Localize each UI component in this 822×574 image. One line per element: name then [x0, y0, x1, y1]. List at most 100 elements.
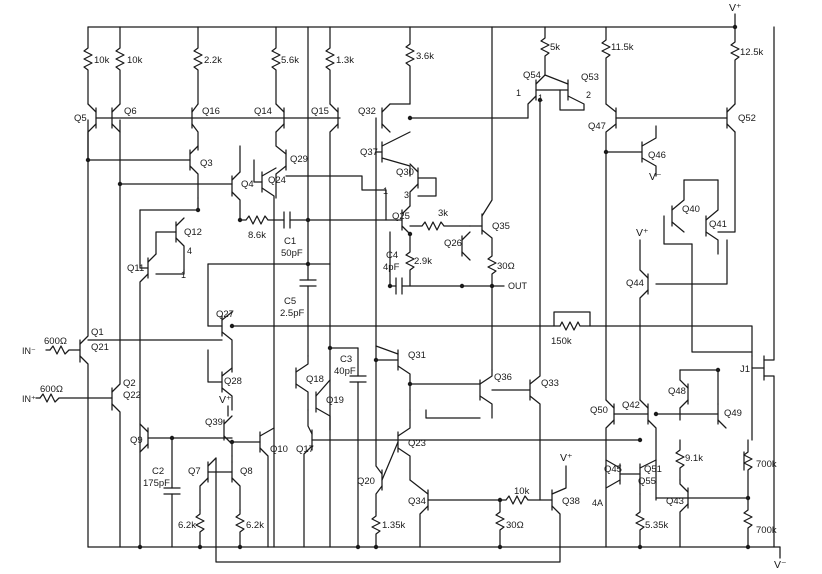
right-upper: Q47 Q52 Q46 V⁻ Q40 Q41 V⁺ Q44	[588, 103, 756, 401]
q12-label: Q12	[184, 227, 202, 238]
q17-label: Q17	[296, 444, 314, 455]
c1-name: C1	[284, 236, 296, 247]
res-9-1k-label: 9.1k	[685, 453, 703, 464]
q20-label: Q20	[357, 476, 375, 487]
junction-dots	[85, 24, 751, 550]
q46-vminus: V⁻	[649, 171, 662, 183]
res-10k-c-label: 10k	[514, 486, 530, 497]
output-stage: Q36 Q33 30Ω 10k V⁺ Q38	[479, 99, 580, 548]
res-6-2k-a-label: 6.2k	[178, 520, 196, 531]
res-700k-b-label: 700k	[756, 525, 777, 536]
feedback-150k: 150k	[551, 311, 753, 357]
q54-node-1: 1	[516, 88, 521, 98]
q14-label: Q14	[254, 106, 272, 117]
q10-label: Q10	[270, 444, 288, 455]
q33-label: Q33	[541, 378, 559, 389]
q42-label: Q42	[622, 400, 640, 411]
res-3k-label: 3k	[438, 208, 448, 219]
c3-value: 40pF	[334, 366, 356, 377]
right-lower: Q50 Q42 Q48 Q49 Q45 4A Q51 Q55 5.35k 9.1…	[590, 26, 777, 548]
in-plus-label: IN⁺	[22, 394, 36, 404]
c4-name: C4	[386, 250, 398, 261]
q51-label: Q51	[644, 464, 662, 475]
q55-label: Q55	[638, 476, 656, 487]
q15-label: Q15	[311, 106, 329, 117]
c5-value: 2.5pF	[280, 308, 304, 319]
res-6-2k-b-label: 6.2k	[246, 520, 264, 531]
res-150k-label: 150k	[551, 336, 572, 347]
res-12-5k-label: 12.5k	[740, 47, 763, 58]
q54-label: Q54	[523, 70, 541, 81]
q11-label: Q11	[127, 263, 144, 274]
q31-label: Q31	[408, 350, 426, 361]
q30-label: Q30	[396, 167, 414, 178]
res-30-b-label: 30Ω	[506, 520, 524, 531]
q3-label: Q3	[200, 158, 213, 169]
q38-label: Q38	[562, 496, 580, 507]
q46-label: Q46	[648, 150, 666, 161]
res-11-5k-label: 11.5k	[611, 42, 634, 53]
q4-label: Q4	[241, 179, 254, 190]
q53-label: Q53	[581, 72, 599, 83]
q18-label: Q18	[306, 374, 324, 385]
res-1-35k-label: 1.35k	[382, 520, 405, 531]
res-3-6k-label: 3.6k	[416, 51, 434, 62]
q50-label: Q50	[590, 405, 608, 416]
q28-label: Q28	[224, 376, 242, 387]
q35-label: Q35	[492, 221, 510, 232]
q22-label: Q22	[123, 390, 141, 401]
second-stage: Q32 Q37 Q30 1 3 Q25 3k 2.9k Q26 Q35 30Ω	[358, 26, 528, 371]
q49-label: Q49	[724, 408, 742, 419]
output-label: OUT	[508, 281, 528, 291]
q40-label: Q40	[682, 204, 700, 215]
q37-label: Q37	[360, 147, 378, 158]
c1-value: 50pF	[281, 248, 303, 259]
res-10k-b-label: 10k	[127, 55, 143, 66]
q27-label: Q27	[216, 309, 234, 320]
res-600-b-label: 600Ω	[40, 384, 63, 395]
q29-label: Q29	[290, 154, 308, 165]
q25-label: Q25	[392, 211, 410, 222]
q39-vplus: V⁺	[219, 394, 232, 406]
top-mirror: Q54 1 1 Q53 2	[409, 70, 599, 119]
res-30-a-label: 30Ω	[497, 261, 515, 272]
c2-name: C2	[152, 466, 164, 477]
q23-label: Q23	[408, 438, 426, 449]
q8-label: Q8	[240, 466, 253, 477]
lower-middle: C3 40pF Q31 Q23 Q20 1.35k Q34	[329, 345, 501, 548]
res-5k-label: 5k	[550, 42, 560, 53]
q41-label: Q41	[709, 219, 727, 230]
vplus-label-top: V⁺	[729, 2, 742, 14]
q53-node-2: 2	[586, 90, 591, 100]
q52-label: Q52	[738, 113, 756, 124]
middle-cluster: Q18 Q19 Q17 Q10	[231, 355, 641, 548]
q2-label: Q2	[123, 378, 136, 389]
in-minus-label: IN⁻	[22, 346, 36, 356]
q43-label: Q43	[666, 496, 684, 507]
q48-label: Q48	[668, 386, 686, 397]
res-600-a-label: 600Ω	[44, 336, 67, 347]
res-5-35k-label: 5.35k	[645, 520, 668, 531]
q39-label: Q39	[205, 417, 223, 428]
c5-name: C5	[284, 296, 296, 307]
supply-rails: V⁺ V⁻	[87, 2, 787, 571]
q38-vplus: V⁺	[560, 452, 573, 464]
res-5-6k-label: 5.6k	[281, 55, 299, 66]
q21-label: Q21	[91, 342, 109, 353]
j1-label: J1	[740, 364, 750, 375]
q9-label: Q9	[130, 435, 143, 446]
q24-label: Q24	[268, 175, 286, 186]
res-2-9k-label: 2.9k	[414, 256, 432, 267]
q1-label: Q1	[91, 327, 104, 338]
q7-label: Q7	[188, 466, 201, 477]
q45-label: Q45	[604, 464, 622, 475]
q44-label: Q44	[626, 278, 644, 289]
q44-vplus: V⁺	[636, 227, 649, 239]
q12-node-1: 1	[181, 270, 186, 280]
res-1-3k-label: 1.3k	[336, 55, 354, 66]
q32-label: Q32	[358, 106, 376, 117]
q36-label: Q36	[494, 372, 512, 383]
res-700k-a-label: 700k	[756, 459, 777, 470]
q47-label: Q47	[588, 121, 606, 132]
res-10k-a-label: 10k	[94, 55, 110, 66]
